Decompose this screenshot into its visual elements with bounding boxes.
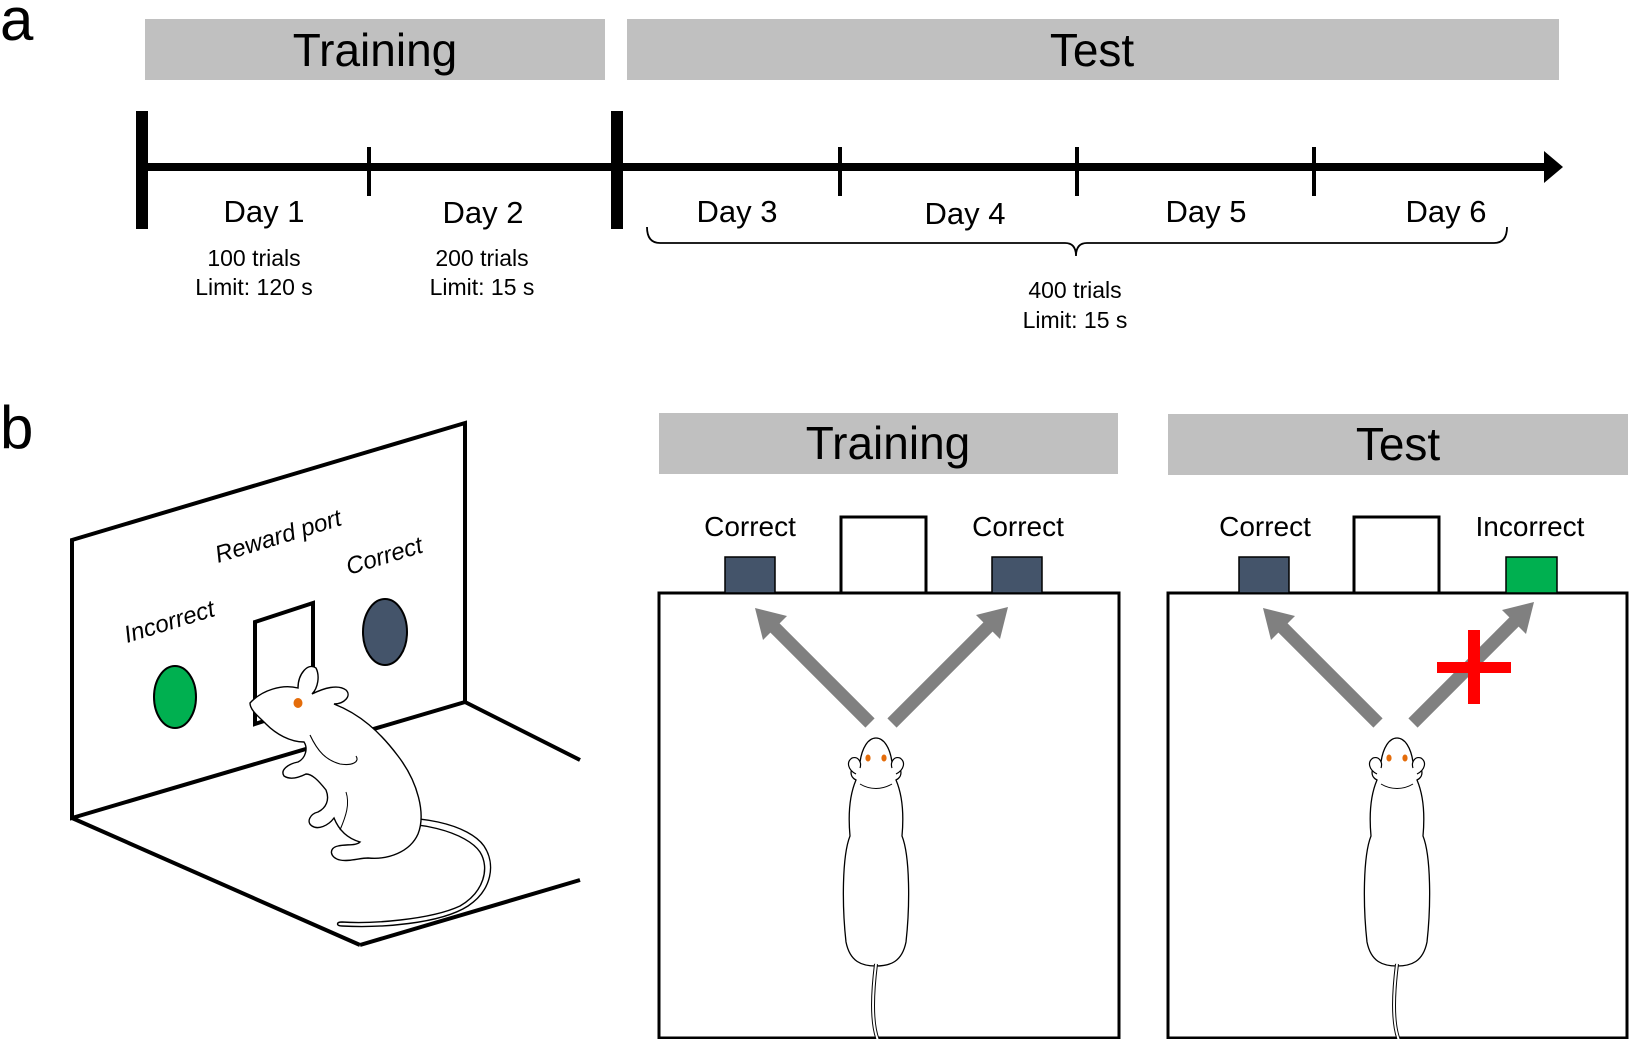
test-limit: Limit: 15 s xyxy=(1023,307,1128,333)
test-left-arrow xyxy=(1273,618,1383,728)
day-4-label: Day 4 xyxy=(925,196,1006,231)
day-2-label: Day 2 xyxy=(443,195,524,230)
chamber-floor-edge xyxy=(359,878,581,947)
chamber-floor-edge xyxy=(71,816,361,947)
training-box xyxy=(657,413,1121,1039)
day-2-trials: 200 trials xyxy=(435,245,528,271)
training-left-arrowhead xyxy=(755,608,787,640)
test-left-target xyxy=(1238,556,1290,594)
training-right-target xyxy=(991,556,1043,594)
timeline-arrowhead xyxy=(1544,151,1563,183)
training-left-arrow xyxy=(765,618,875,728)
training-right-label: Correct xyxy=(972,511,1064,542)
training-left-label: Correct xyxy=(704,511,796,542)
test-right-arrowhead xyxy=(1502,602,1534,634)
test-banner-label: Test xyxy=(1050,24,1135,76)
chamber-floor-edge xyxy=(464,700,581,762)
timeline xyxy=(136,111,1563,229)
training-banner: Training xyxy=(145,19,605,80)
test-banner-b xyxy=(1168,414,1628,475)
training-banner-label: Training xyxy=(293,24,457,76)
training-left-target xyxy=(724,556,776,594)
training-reward-port xyxy=(839,515,928,595)
day-3-label: Day 3 xyxy=(697,194,778,229)
day-1-limit: Limit: 120 s xyxy=(195,274,313,300)
operant-chamber-perspective xyxy=(70,420,581,947)
day-6-label: Day 6 xyxy=(1406,194,1487,229)
panel-a-letter: a xyxy=(0,0,34,53)
test-left-label: Correct xyxy=(1219,511,1311,542)
test-box xyxy=(1166,414,1629,1039)
day-1-trials: 100 trials xyxy=(207,245,300,271)
red-cross-vertical xyxy=(1468,630,1480,704)
training-right-arrowhead xyxy=(976,607,1008,639)
test-days-brace xyxy=(646,226,1508,257)
mouse-side-view xyxy=(249,665,492,928)
test-reward-port xyxy=(1352,515,1441,595)
training-banner-b-label: Training xyxy=(806,417,970,469)
test-right-label: Incorrect xyxy=(1476,511,1585,542)
correct-target-slate xyxy=(362,598,408,666)
test-right-target xyxy=(1505,556,1558,594)
test-trials: 400 trials xyxy=(1028,277,1121,303)
day-1-label: Day 1 xyxy=(224,194,305,229)
training-right-arrow xyxy=(887,617,998,728)
panel-b-letter: b xyxy=(0,394,33,461)
incorrect-target-green xyxy=(153,665,197,729)
test-left-arrowhead xyxy=(1263,608,1295,640)
day-2-limit: Limit: 15 s xyxy=(430,274,535,300)
training-banner-b xyxy=(659,413,1118,474)
day-5-label: Day 5 xyxy=(1166,194,1247,229)
test-banner: Test xyxy=(627,19,1559,80)
test-banner-b-label: Test xyxy=(1356,418,1441,470)
